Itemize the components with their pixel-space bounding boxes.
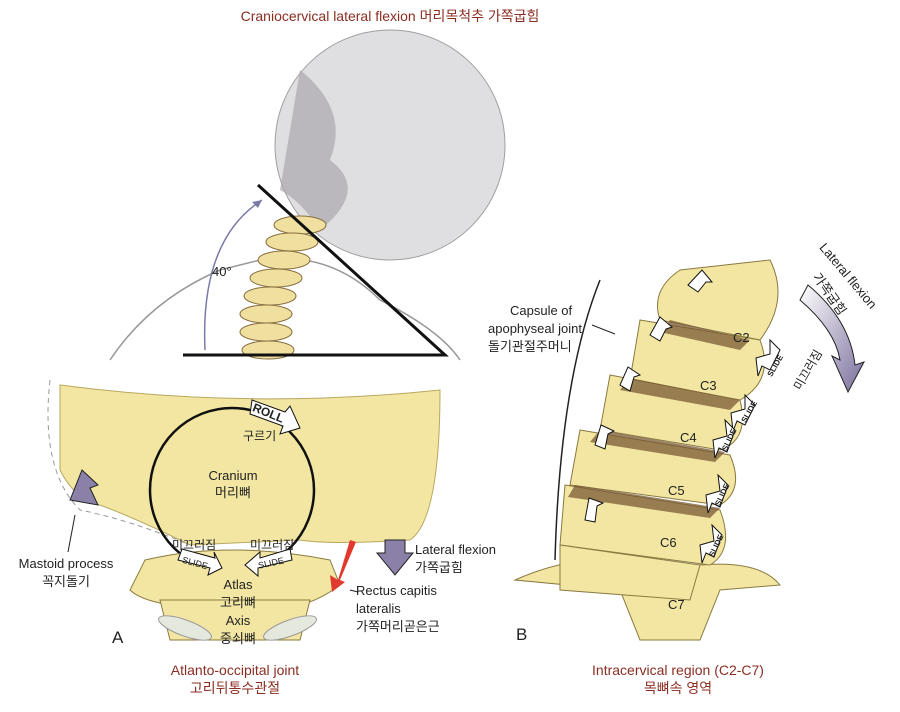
vertebra-c5: C5: [668, 483, 685, 498]
atlanto-occipital-illustration: [47, 379, 441, 641]
angle-triangle: [183, 183, 449, 357]
lateral-flexion-a-label: Lateral flexion: [415, 542, 496, 557]
slide-arrow-icon: [730, 393, 756, 432]
panel-b-letter: B: [516, 625, 528, 644]
slide-arrow-icon: [699, 523, 723, 564]
vertebra-c7: C7: [668, 597, 685, 612]
slide-arrow-icon: [705, 473, 729, 514]
capsule-label-2: apophyseal joint: [488, 321, 582, 336]
rectus-label-1: Rectus capitis: [356, 583, 437, 598]
vertebra-c6: C6: [660, 535, 677, 550]
slide-ko-right: 미끄러짐: [250, 538, 295, 552]
up-arrow-icon: [594, 424, 616, 450]
slide-arrow-icon: [755, 338, 781, 377]
roll-arrow-icon: [249, 399, 301, 435]
panel-b-caption-ko: 목뼈속 영역: [643, 680, 713, 696]
vertebra-c3: C3: [700, 378, 717, 393]
capsule-ko-label: 돌기관절주머니: [488, 339, 572, 354]
vertebra-c4: C4: [680, 430, 697, 445]
capsule-label-1: Capsule of: [510, 303, 573, 318]
slide-arrow-left-icon: [177, 548, 223, 576]
lateral-flexion-curved-arrow-icon: [799, 284, 866, 394]
cervical-spine-illustration: [513, 259, 866, 641]
mastoid-label: Mastoid process: [18, 556, 114, 571]
axis-label: Axis: [225, 613, 251, 628]
up-arrow-icon: [584, 497, 605, 523]
figure-title: Craniocervical lateral flexion 머리목척추 가쪽굽…: [240, 8, 540, 24]
lateral-flexion-a-ko-label: 가쪽굽힘: [415, 560, 463, 575]
rectus-ko-label: 가쪽머리곧은근: [356, 619, 440, 634]
angle-label: 40°: [212, 264, 232, 279]
slide-ko-left: 미끄러짐: [172, 538, 217, 552]
angle-arc: [203, 199, 263, 351]
rectus-muscle-arrow-icon: [330, 540, 356, 592]
up-arrow-icon: [687, 269, 714, 293]
panel-a-caption-ko: 고리뒤통수관절: [189, 680, 281, 696]
vertebra-c2: C2: [733, 330, 750, 345]
slide-arrow-right-icon: [244, 548, 293, 578]
axis-ko-label: 중쇠뼈: [220, 631, 256, 646]
lateral-flexion-arrow-icon: [375, 539, 415, 576]
panel-b-caption: Intracervical region (C2-C7): [592, 662, 764, 678]
atlas-label: Atlas: [223, 577, 253, 592]
roll-ko-label: 구르기: [243, 429, 277, 443]
up-arrow-icon: [649, 316, 674, 342]
mastoid-ko-label: 꼭지돌기: [42, 574, 90, 589]
head-neck-illustration: [109, 29, 506, 361]
cranium-label: Cranium: [208, 468, 258, 483]
atlas-ko-label: 고리뼈: [220, 595, 256, 610]
mastoid-arrow-icon: [69, 469, 99, 506]
rectus-label-2: lateralis: [356, 601, 401, 616]
panel-a-caption: Atlanto-occipital joint: [170, 662, 300, 678]
slide-arrow-icon: [712, 418, 736, 459]
up-arrow-icon: [619, 366, 642, 392]
panel-a-letter: A: [112, 628, 124, 647]
cranium-ko-label: 머리뼈: [215, 485, 251, 500]
